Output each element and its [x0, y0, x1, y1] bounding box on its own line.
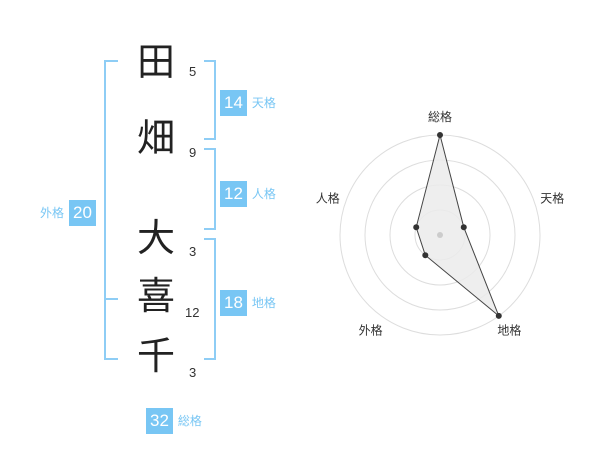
radar-point-5	[413, 224, 420, 231]
radar-center-point	[437, 232, 443, 238]
soukaku-label: 総格	[177, 414, 202, 428]
gaikaku-value: 20	[69, 200, 96, 226]
stroke-count-5: 3	[189, 365, 197, 380]
jinkaku-value: 12	[220, 181, 247, 207]
chikaku-bracket	[204, 238, 216, 360]
radar-value-polygon	[415, 134, 500, 317]
tenkaku-badge: 14 天格	[220, 90, 276, 116]
radar-point-1	[437, 132, 443, 138]
gaikaku-label: 外格	[40, 206, 65, 220]
gaikaku-bracket	[104, 60, 118, 360]
chikaku-label: 地格	[251, 296, 276, 310]
radar-axis-label-4: 外格	[359, 323, 383, 338]
jinkaku-badge: 12 人格	[220, 181, 276, 207]
name-char-3: 大	[136, 216, 175, 260]
name-char-2: 畑	[136, 116, 175, 160]
stroke-count-2: 9	[189, 145, 197, 160]
soukaku-value: 32	[146, 408, 173, 434]
name-char-1: 田	[136, 40, 175, 84]
radar-axis-label-5: 人格	[316, 191, 340, 206]
jinkaku-label: 人格	[251, 187, 276, 201]
name-char-4: 喜	[136, 274, 175, 318]
chikaku-value: 18	[220, 290, 247, 316]
stroke-count-1: 5	[189, 64, 197, 79]
stroke-count-3: 3	[189, 244, 197, 259]
radar-axis-label-2: 天格	[540, 191, 564, 206]
jinkaku-bracket	[204, 148, 216, 230]
radar-point-4	[422, 252, 429, 259]
soukaku-badge: 32 総格	[146, 408, 202, 434]
tenkaku-bracket	[204, 60, 216, 140]
radar-point-3	[495, 312, 502, 319]
gaikaku-bracket-mid-tick	[104, 298, 118, 300]
radar-axis-label-1: 総格	[428, 109, 452, 124]
tenkaku-label: 天格	[251, 96, 276, 110]
name-char-5: 千	[136, 334, 175, 378]
tenkaku-value: 14	[220, 90, 247, 116]
stroke-count-4: 12	[185, 305, 200, 320]
radar-point-2	[460, 224, 467, 231]
radar-axis-label-3: 地格	[497, 323, 521, 338]
gaikaku-badge: 外格 20	[40, 200, 96, 226]
chikaku-badge: 18 地格	[220, 290, 276, 316]
